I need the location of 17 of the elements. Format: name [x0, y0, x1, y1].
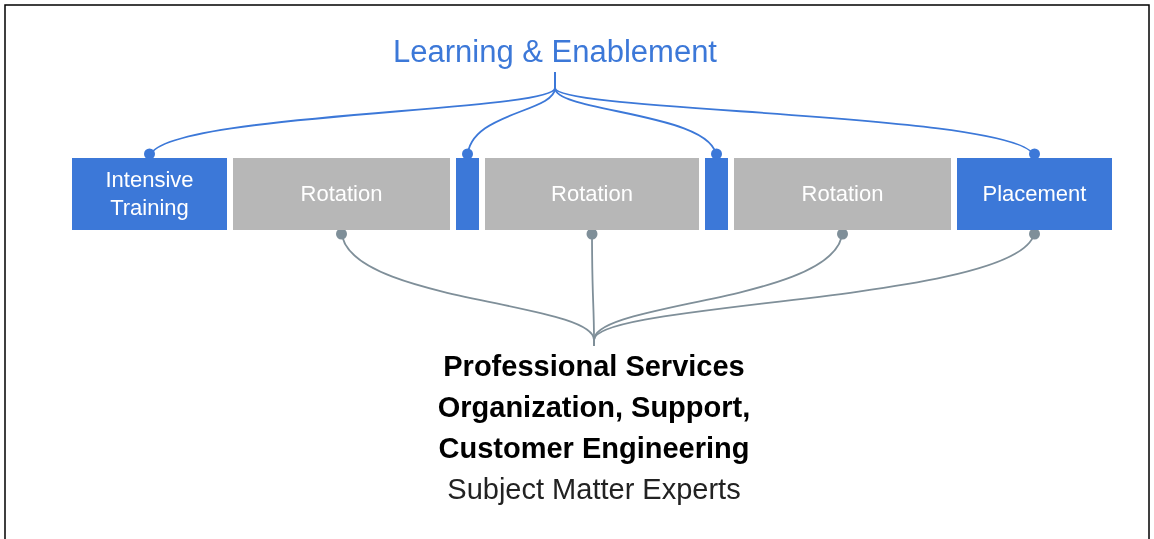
process-box — [734, 158, 951, 230]
connector-line — [554, 71, 1038, 161]
subtitle-text: Subject Matter Experts — [447, 472, 741, 507]
box-label: Placement — [982, 180, 1087, 208]
box-label: Rotation — [551, 180, 633, 208]
divider-bar — [705, 158, 728, 230]
process-box — [485, 158, 699, 230]
process-box — [957, 158, 1112, 230]
team-list-text: Professional Services Organization, Support, Customer Engineering — [436, 349, 752, 466]
box-label: Intensive Training — [104, 166, 195, 222]
connector-line — [593, 228, 1039, 347]
box-label: Rotation — [300, 180, 383, 208]
process-box — [72, 158, 227, 230]
box-label: Rotation — [801, 180, 884, 208]
process-box — [233, 158, 450, 230]
divider-bar — [456, 158, 479, 230]
heading-text: Learning & Enablement — [360, 32, 750, 72]
